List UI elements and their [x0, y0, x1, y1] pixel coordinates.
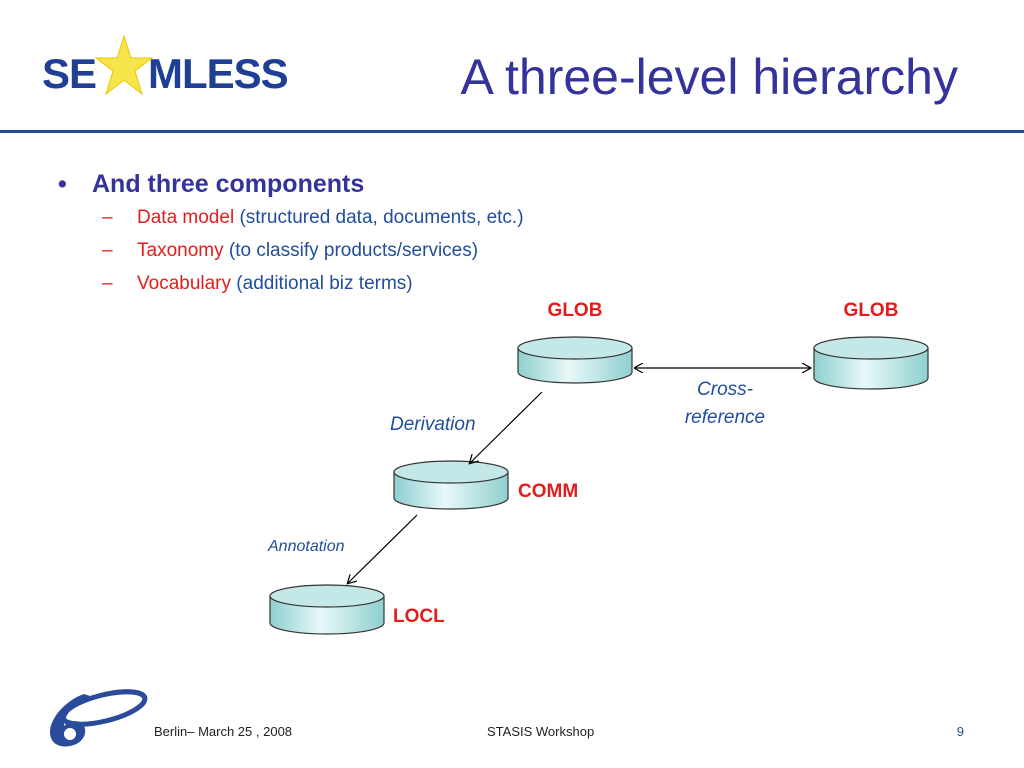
bullet-item-term: Taxonomy (to classify products/services)	[137, 240, 478, 262]
title-divider	[0, 130, 1024, 133]
derivation-arrow	[470, 391, 543, 463]
term-vocabulary: Vocabulary	[137, 273, 232, 294]
bullet-dash: –	[102, 240, 113, 261]
annotation-label: Annotation	[267, 538, 345, 555]
footer-event: STASIS Workshop	[487, 724, 595, 739]
derivation-label: Derivation	[390, 414, 476, 435]
term-data-model: Data model	[137, 207, 235, 228]
bullet-main-text: And three components	[92, 170, 365, 198]
footer-date: Berlin– March 25 , 2008	[154, 724, 293, 739]
bullet-item-term: Vocabulary (additional biz terms)	[137, 273, 413, 295]
desc-vocabulary: (additional biz terms)	[231, 273, 413, 294]
logo-text-left: SE	[42, 50, 97, 97]
cross-reference-label-line1: Cross-	[697, 379, 753, 400]
glob-right-label: GLOB	[844, 300, 899, 321]
glob-left-label: GLOB	[548, 300, 603, 321]
bullet-list: • And three components – Data model (str…	[58, 170, 524, 298]
bullet-item-taxonomy: – Taxonomy (to classify products/service…	[102, 240, 478, 265]
glob-left-cylinder	[517, 336, 633, 384]
slide-title: A three-level hierarchy	[460, 49, 958, 105]
bullet-dash: –	[102, 207, 113, 228]
desc-taxonomy: (to classify products/services)	[223, 240, 479, 261]
locl-label: LOCL	[393, 606, 445, 627]
bullet-main: • And three components	[58, 170, 364, 199]
term-taxonomy: Taxonomy	[137, 240, 224, 261]
glob-right-cylinder	[813, 336, 929, 390]
bullet-item-data-model: – Data model (structured data, documents…	[102, 207, 524, 232]
bullet-item-vocabulary: – Vocabulary (additional biz terms)	[102, 273, 413, 298]
star-icon	[94, 34, 154, 96]
page-number: 9	[956, 724, 964, 739]
comm-cylinder	[393, 460, 509, 510]
bullet-item-term: Data model (structured data, documents, …	[137, 207, 524, 229]
seamless-logo: SE MLESS	[38, 32, 289, 104]
comm-label: COMM	[518, 481, 578, 502]
annotation-arrow	[348, 514, 418, 583]
bullet-dash: –	[102, 273, 113, 294]
logo-text-right: MLESS	[148, 50, 289, 97]
locl-cylinder	[269, 584, 385, 635]
fp6-logo-icon	[50, 689, 148, 747]
desc-data-model: (structured data, documents, etc.)	[234, 207, 524, 228]
cross-reference-label-line2: reference	[685, 407, 765, 428]
bullet-marker: •	[58, 170, 67, 198]
